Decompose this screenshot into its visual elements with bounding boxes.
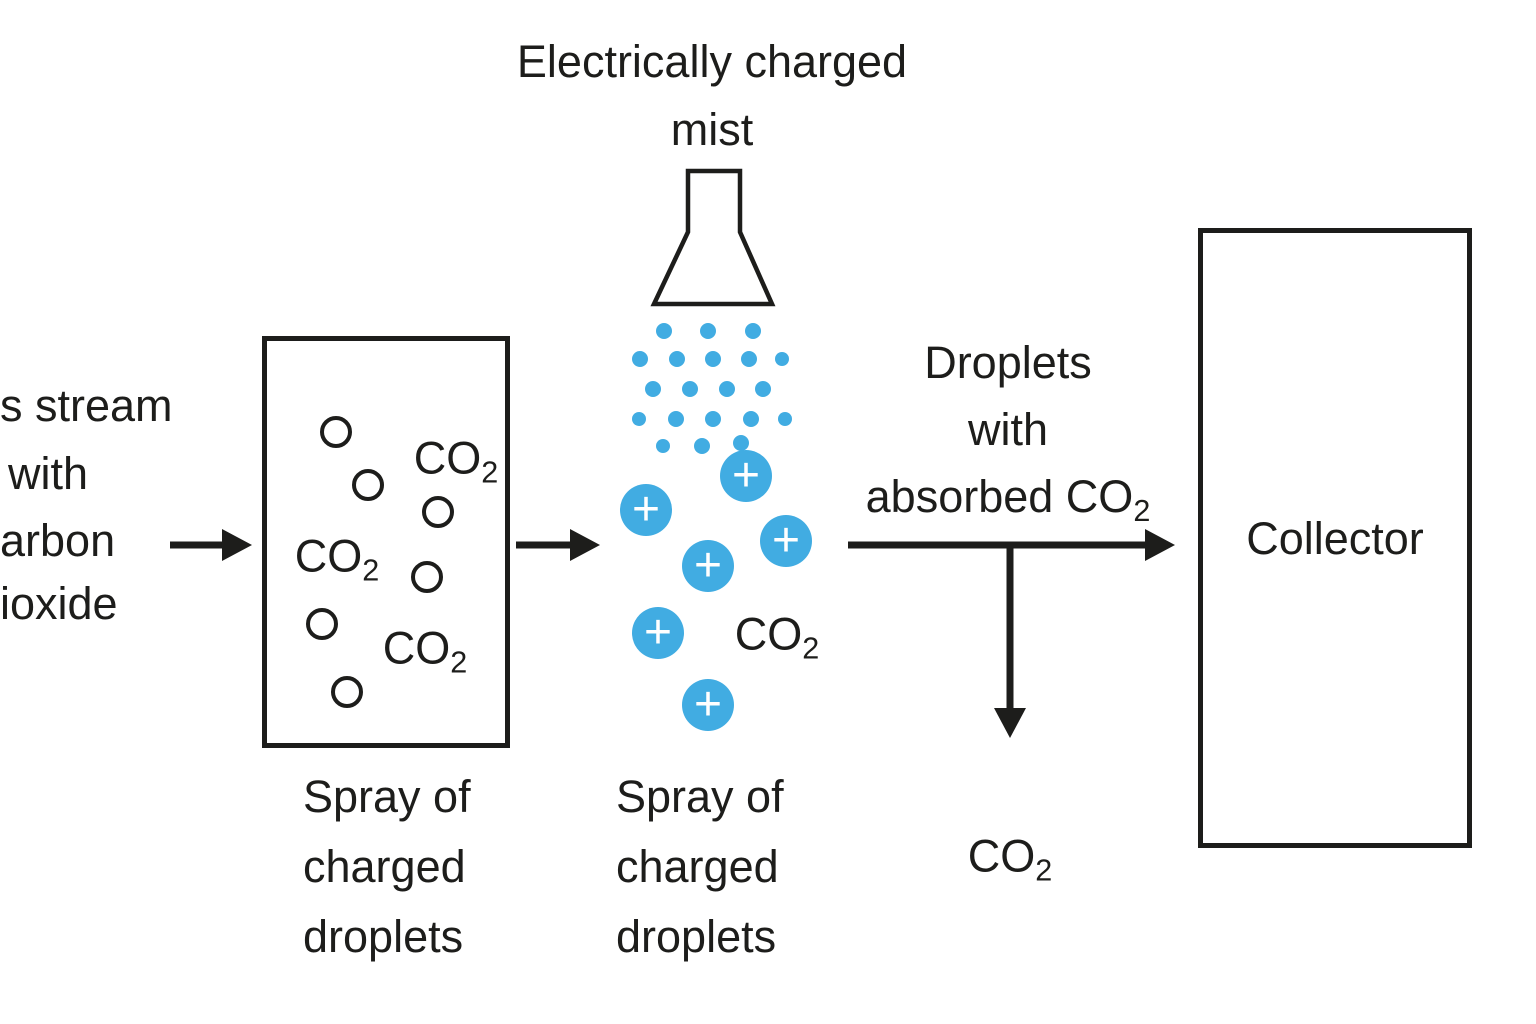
mist-title: Electrically charged mist xyxy=(427,28,997,164)
co2-sub: 2 xyxy=(450,645,468,680)
gas-stream-label-line3: arbon xyxy=(0,515,116,566)
plus-icon: + xyxy=(731,449,761,502)
co2-sub: 2 xyxy=(1035,853,1053,888)
charged-droplet: + xyxy=(720,450,772,502)
mist-title-line1: Electrically charged xyxy=(516,36,908,87)
co2-base: absorbed CO xyxy=(865,471,1134,522)
co2-sub: 2 xyxy=(362,553,380,588)
co2-base: CO xyxy=(382,622,451,674)
plus-icon: + xyxy=(771,514,801,567)
absorbed-co2-label: Droplets with absorbed CO2 xyxy=(828,329,1188,530)
charged-droplet: + xyxy=(632,607,684,659)
chamber-caption-line3: droplets xyxy=(303,911,464,962)
droplet-circle xyxy=(422,496,454,528)
chamber-to-mist-arrow xyxy=(516,529,600,561)
absorbed-co2-line3: absorbed CO2 xyxy=(828,463,1188,530)
spray-chamber-box xyxy=(262,336,510,748)
gas-stream-label-line2: with xyxy=(8,448,89,499)
mist-dots xyxy=(632,323,792,454)
plus-icon: + xyxy=(693,539,723,592)
chamber-co2-label: CO2 xyxy=(295,523,380,590)
charged-droplet: + xyxy=(682,540,734,592)
mist-spray-caption-line1: Spray of xyxy=(616,771,784,822)
charged-droplet: + xyxy=(760,515,812,567)
charged-droplet: + xyxy=(682,679,734,731)
co2-base: CO xyxy=(413,432,482,484)
droplet-circle xyxy=(411,561,443,593)
mist-title-line2: mist xyxy=(670,104,754,155)
co2-outlet-label: CO2 xyxy=(968,823,1053,890)
collector-box: Collector xyxy=(1198,228,1472,848)
gas-inlet-arrow xyxy=(170,529,252,561)
chamber-co2-label: CO2 xyxy=(414,425,499,492)
gas-stream-label-line1: s stream xyxy=(0,380,173,431)
mist-spray-caption: Spray of charged droplets xyxy=(616,762,784,972)
collector-label: Collector xyxy=(1246,512,1424,564)
co2-sub: 2 xyxy=(802,631,820,666)
chamber-caption: Spray of charged droplets xyxy=(303,762,471,972)
chamber-co2-label: CO2 xyxy=(383,615,468,682)
plus-icon: + xyxy=(643,606,673,659)
droplet-circle xyxy=(320,416,352,448)
droplet-circle xyxy=(352,469,384,501)
charged-droplet: + xyxy=(620,484,672,536)
absorbed-co2-line2: with xyxy=(967,404,1049,455)
mist-spray-caption-line3: droplets xyxy=(616,911,777,962)
mist-to-collector-arrow xyxy=(848,529,1175,561)
co2-base: CO xyxy=(294,530,363,582)
mist-spray-caption-line2: charged xyxy=(616,841,779,892)
droplet-circle xyxy=(306,608,338,640)
gas-stream-label-line4: ioxide xyxy=(0,578,118,629)
absorbed-co2-line1: Droplets xyxy=(924,337,1092,388)
droplet-circle xyxy=(331,676,363,708)
plus-icon: + xyxy=(631,483,661,536)
co2-base: CO xyxy=(734,608,803,660)
co2-base: CO xyxy=(967,830,1036,882)
chamber-caption-line1: Spray of xyxy=(303,771,471,822)
co2-sub: 2 xyxy=(481,455,499,490)
mist-nozzle-funnel-icon xyxy=(650,168,776,307)
chamber-caption-line2: charged xyxy=(303,841,466,892)
mist-co2-label: CO2 xyxy=(735,601,820,668)
co2-outlet-branch-arrow xyxy=(994,542,1026,738)
plus-icon: + xyxy=(693,678,723,731)
co2-sub: 2 xyxy=(1133,493,1151,528)
